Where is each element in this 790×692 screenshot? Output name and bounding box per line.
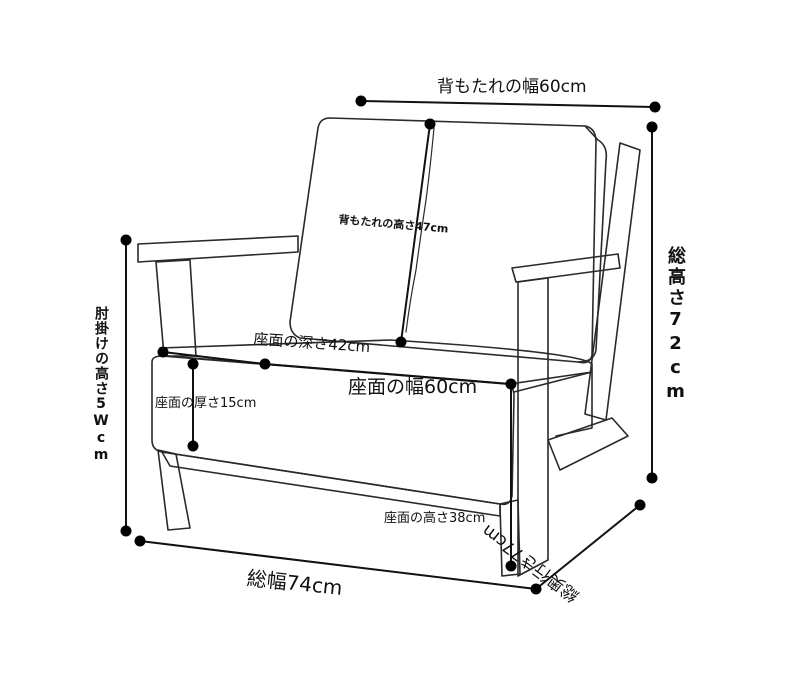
dot xyxy=(634,499,646,511)
total-depth-line xyxy=(535,504,641,590)
left-front-leg xyxy=(157,449,191,531)
dot xyxy=(120,234,132,246)
dot xyxy=(424,118,436,130)
left-armrest-front-post xyxy=(155,259,197,357)
dot xyxy=(646,472,658,484)
seat-top xyxy=(159,339,593,385)
right-armrest-top xyxy=(511,253,621,283)
dot xyxy=(505,560,517,572)
armrest-height-label: 肘掛けの高さ5Wcm xyxy=(93,306,109,464)
back-width-label: 背もたれの幅60cm xyxy=(437,77,587,97)
back-cushion-seam xyxy=(405,127,435,333)
rear-brace xyxy=(547,417,629,471)
dot xyxy=(505,378,517,390)
back-height-line xyxy=(400,123,431,343)
seat-height-label: 座面の高さ38cm xyxy=(384,511,486,526)
dot xyxy=(649,101,661,113)
seat-width-line xyxy=(264,363,512,385)
back-cushion xyxy=(289,117,597,364)
dot xyxy=(134,535,146,547)
right-armrest-front-post xyxy=(517,277,549,577)
seat-width-label: 座面の幅60cm xyxy=(348,376,478,398)
dot xyxy=(646,121,658,133)
dot xyxy=(259,358,271,370)
total-width-line xyxy=(139,540,537,590)
seat-depth-line xyxy=(162,351,266,365)
front-rail xyxy=(161,451,501,517)
dot xyxy=(355,95,367,107)
dot xyxy=(395,336,407,348)
dot xyxy=(530,583,542,595)
dot xyxy=(120,525,132,537)
back-width-line xyxy=(360,100,656,108)
seat-side xyxy=(513,371,593,437)
left-armrest-top xyxy=(137,235,299,263)
dot xyxy=(187,440,199,452)
dot xyxy=(157,346,169,358)
dot xyxy=(187,358,199,370)
total-height-label: 総高さ72cm xyxy=(665,246,686,405)
seat-thickness-label: 座面の厚さ15cm xyxy=(155,396,257,411)
